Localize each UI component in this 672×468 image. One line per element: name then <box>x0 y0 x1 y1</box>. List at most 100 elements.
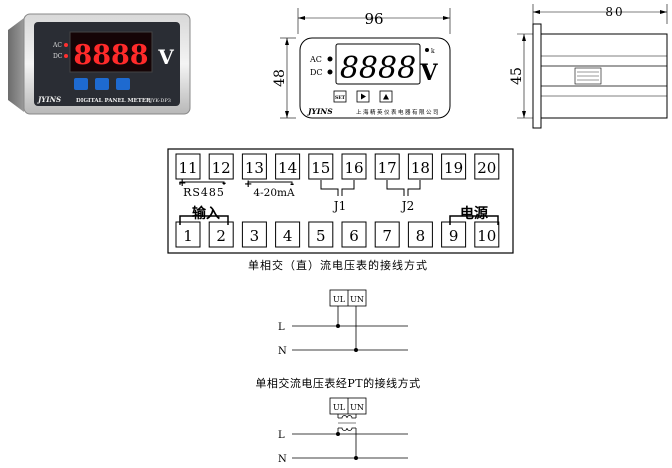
wiring1-n-label: N <box>278 346 287 357</box>
bottom-terminal-number: 4 <box>283 227 293 245</box>
wiring2-ul: UL <box>333 403 346 412</box>
caption-wiring-1: 单相交（直）流电压表的接线方式 <box>248 259 428 272</box>
up-arrow-icon <box>383 94 389 100</box>
bottom-terminal-number: 5 <box>316 227 326 245</box>
front-brand: JYINS <box>306 107 333 116</box>
dc-led-icon <box>64 54 68 58</box>
top-terminal-number: 18 <box>411 159 430 177</box>
wiring1-node-n-icon <box>354 348 358 352</box>
top-terminal-box <box>275 153 301 180</box>
wiring2-l-label: L <box>278 430 285 441</box>
meter-photo-brand: JYINS <box>36 95 61 104</box>
meter-photo: 8888 V AC DC JYINS DIGITAL PANEL METER J… <box>8 13 191 115</box>
right-button-photo[interactable] <box>95 78 109 90</box>
top-terminal-box <box>308 153 334 180</box>
bottom-terminal-number: 7 <box>382 227 392 245</box>
front-company: 上海精英仪表电器有限公司 <box>356 108 440 116</box>
meter-photo-dc: DC <box>53 53 63 60</box>
meter-display <box>69 31 153 73</box>
bottom-terminal-box <box>341 221 367 248</box>
input-label: 输入 <box>192 205 220 222</box>
bottom-terminal-box <box>474 221 500 248</box>
power-label: 电源 <box>460 205 488 222</box>
j2-label: J2 <box>400 199 414 213</box>
bottom-terminal-number: 9 <box>449 227 459 245</box>
bottom-terminal-number: 8 <box>416 227 426 245</box>
front-width-dim: 96 <box>364 10 383 28</box>
top-terminal-row: 11 12 13 14 15 16 17 18 19 20 <box>175 153 500 180</box>
top-terminal-box <box>374 153 400 180</box>
bottom-terminal-number: 1 <box>183 227 193 245</box>
meter-photo-label: DIGITAL PANEL METER <box>76 98 151 104</box>
side-depth-dim: 80 <box>605 5 624 19</box>
analog-minus: - <box>290 179 294 190</box>
j2-contact-left <box>386 180 405 196</box>
top-terminal-box <box>175 153 201 180</box>
k-led-icon <box>425 48 429 52</box>
side-case <box>540 33 668 119</box>
bottom-terminal-number: 3 <box>250 227 260 245</box>
top-terminal-number: 20 <box>477 159 496 177</box>
bottom-terminal-box <box>175 221 201 248</box>
set-button-photo[interactable] <box>74 78 88 90</box>
front-view-drawing: 96 48 8888 V k AC DC SET JYINS 上海精英仪表电器有… <box>272 8 451 119</box>
bottom-terminal-box <box>208 221 234 248</box>
analog-plus: + <box>244 179 252 190</box>
bottom-terminal-box <box>241 221 267 248</box>
front-ac: AC <box>309 55 322 64</box>
bottom-terminal-box <box>374 221 400 248</box>
side-height-dim: 45 <box>509 67 525 85</box>
side-view-drawing: 80 45 <box>509 4 668 129</box>
wiring2-un: UN <box>350 403 364 412</box>
j1-label: J1 <box>332 199 346 213</box>
rs485-plus: + <box>178 178 186 189</box>
front-dc-led-icon <box>327 69 333 75</box>
bottom-terminal-box <box>441 221 467 248</box>
meter-photo-model: JYK-DP3 <box>149 98 171 104</box>
j1-contact-left <box>320 180 339 196</box>
wiring1-l-label: L <box>278 322 285 333</box>
bottom-terminal-box <box>308 221 334 248</box>
top-terminal-box <box>341 153 367 180</box>
wiring-diagram-2: UL UN L N <box>278 397 408 465</box>
bottom-terminal-number: 6 <box>349 227 359 245</box>
wiring1-node-l-icon <box>336 324 340 328</box>
top-terminal-box <box>208 153 234 180</box>
top-terminal-number: 19 <box>444 159 463 177</box>
set-button-label: SET <box>335 95 346 101</box>
top-terminal-box <box>474 153 500 180</box>
top-terminal-number: 11 <box>178 159 197 177</box>
top-terminal-box <box>241 153 267 180</box>
j2-contact-right <box>407 180 421 196</box>
front-ac-led-icon <box>327 56 333 62</box>
bottom-terminal-number: 10 <box>477 227 496 245</box>
bottom-terminal-box <box>275 221 301 248</box>
wiring2-node-l-icon <box>336 432 340 436</box>
front-digits: 8888 <box>340 51 416 86</box>
top-terminal-number: 16 <box>344 159 363 177</box>
wiring1-un: UN <box>350 295 364 304</box>
top-terminal-number: 12 <box>212 159 231 177</box>
front-dc: DC <box>310 68 323 77</box>
meter-case-side <box>8 18 24 112</box>
top-terminal-box <box>407 153 433 180</box>
top-terminal-number: 15 <box>311 159 330 177</box>
bottom-terminal-row: 1 2 3 4 5 6 7 8 9 10 <box>175 221 500 248</box>
bottom-terminal-box <box>407 221 433 248</box>
ac-led-icon <box>64 43 68 47</box>
front-height-dim: 48 <box>272 69 288 87</box>
front-k: k <box>431 48 435 55</box>
wiring2-node-n-icon <box>354 456 358 460</box>
meter-photo-ac: AC <box>52 42 62 49</box>
pt-transformer-icon <box>338 415 356 431</box>
set-button[interactable] <box>333 90 347 103</box>
up-button-photo[interactable] <box>116 78 130 90</box>
top-terminal-number: 17 <box>378 159 397 177</box>
bottom-terminal-number: 2 <box>216 227 226 245</box>
meter-photo-unit: V <box>157 45 174 69</box>
top-terminal-number: 14 <box>278 159 297 177</box>
top-terminal-number: 13 <box>245 159 264 177</box>
right-arrow-icon <box>361 93 366 100</box>
front-display-window <box>335 43 421 85</box>
